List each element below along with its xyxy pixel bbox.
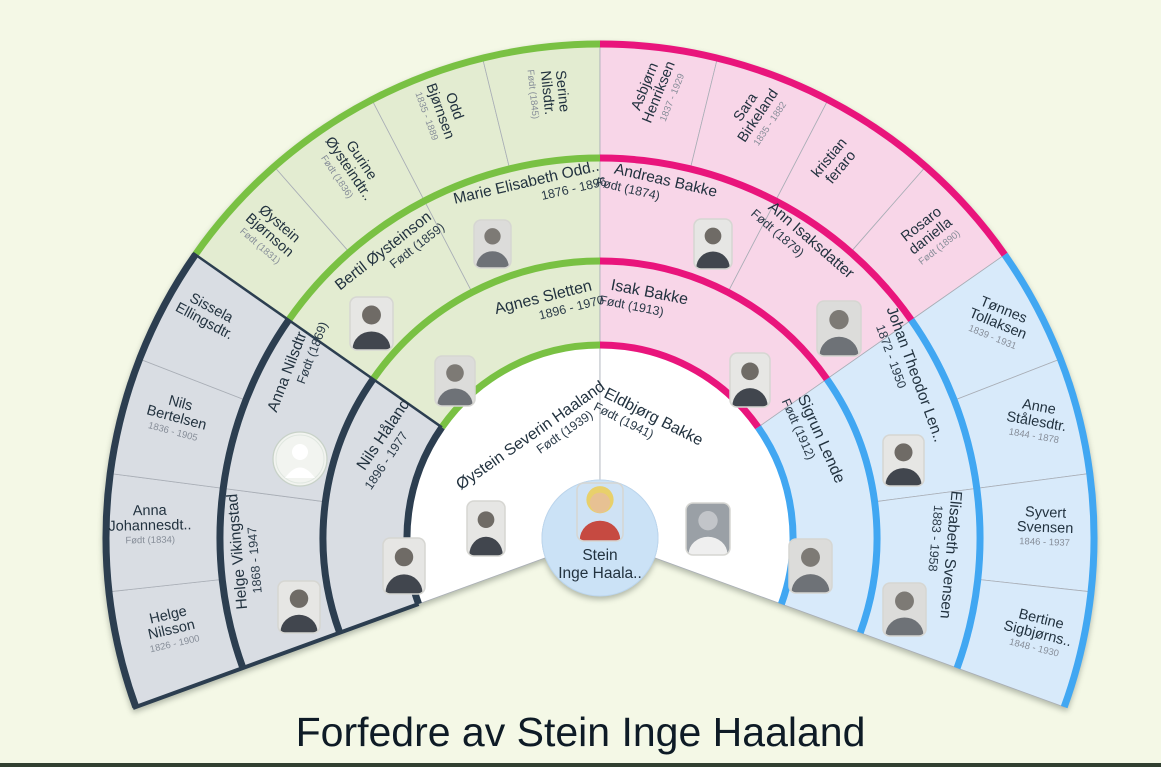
photo-stein-inge-haala bbox=[576, 482, 624, 542]
person-label-serine-nilsdtr: SerineNilsdtr.Født (1845) bbox=[525, 66, 573, 120]
gray-group-bottom-edge bbox=[132, 602, 420, 710]
person-label-anna-johannesdt: AnnaJohannesdt..Født (1834) bbox=[108, 502, 192, 546]
photo-elisabeth-svensen bbox=[882, 582, 927, 637]
ring-arc-blue bbox=[755, 425, 797, 606]
photo-øystein-severin-haaland bbox=[466, 500, 506, 557]
photo-ann-isaksdatter bbox=[816, 300, 862, 357]
person-label-syvert-svensen: SyvertSvensen1846 - 1937 bbox=[1016, 504, 1074, 549]
photo-isak-bakke bbox=[729, 352, 771, 408]
ring-arc-green bbox=[370, 257, 601, 382]
photo-helge-vikingstad bbox=[277, 580, 321, 634]
person-label-anne-stålesdtr: AnneStålesdtr.1844 - 1878 bbox=[1003, 394, 1070, 447]
person-label-elisabeth-svensen: Elisabeth Svensen1883 - 1958 bbox=[921, 489, 964, 620]
photo-placeholder-anna-nilsdtr bbox=[272, 431, 328, 487]
photo-johan-theodor-len bbox=[882, 434, 925, 487]
photo-sigrun-lende bbox=[788, 538, 833, 594]
ring-arc-blue bbox=[908, 317, 984, 670]
ring-arc-pink bbox=[599, 257, 830, 382]
ring-arc-green bbox=[192, 40, 601, 257]
person-label-nils-bertelsen: NilsBertelsen1836 - 1905 bbox=[142, 388, 212, 445]
photo-bertil-øysteinson bbox=[349, 296, 394, 351]
ring-arc-green bbox=[439, 341, 601, 430]
ring-arc-pink bbox=[599, 154, 915, 323]
ring-arc-gray bbox=[102, 252, 199, 709]
photo-marie-elisabeth-odd bbox=[473, 219, 512, 269]
photo-andreas-bakke bbox=[693, 218, 733, 270]
ring-arc-pink bbox=[599, 341, 761, 430]
ring-arc-gray bbox=[319, 377, 376, 634]
photo-agnes-sletten bbox=[434, 355, 476, 407]
person-label-bertine-sigbjørns: BertineSigbjørns..1848 - 1930 bbox=[999, 603, 1077, 661]
ring-arc-green bbox=[285, 154, 601, 323]
photo-nils-håland bbox=[382, 537, 426, 595]
ring-arc-blue bbox=[1001, 252, 1098, 709]
ring-arc-gray bbox=[216, 317, 292, 670]
ring-arc-pink bbox=[599, 40, 1008, 257]
ring-arc-blue bbox=[824, 377, 881, 634]
chart-title: Forfedre av Stein Inge Haaland bbox=[295, 709, 866, 755]
fan-body: Øystein Severin HaalandFødt (1939)Eldbjø… bbox=[102, 40, 1098, 710]
photo-eldbjørg-bakke bbox=[685, 502, 731, 556]
gray-group-upper-edge bbox=[192, 251, 443, 429]
person-label-gurine-øysteindtr: GurineØysteindtr..Født (1836) bbox=[312, 126, 389, 211]
bottom-window-edge bbox=[0, 763, 1161, 767]
